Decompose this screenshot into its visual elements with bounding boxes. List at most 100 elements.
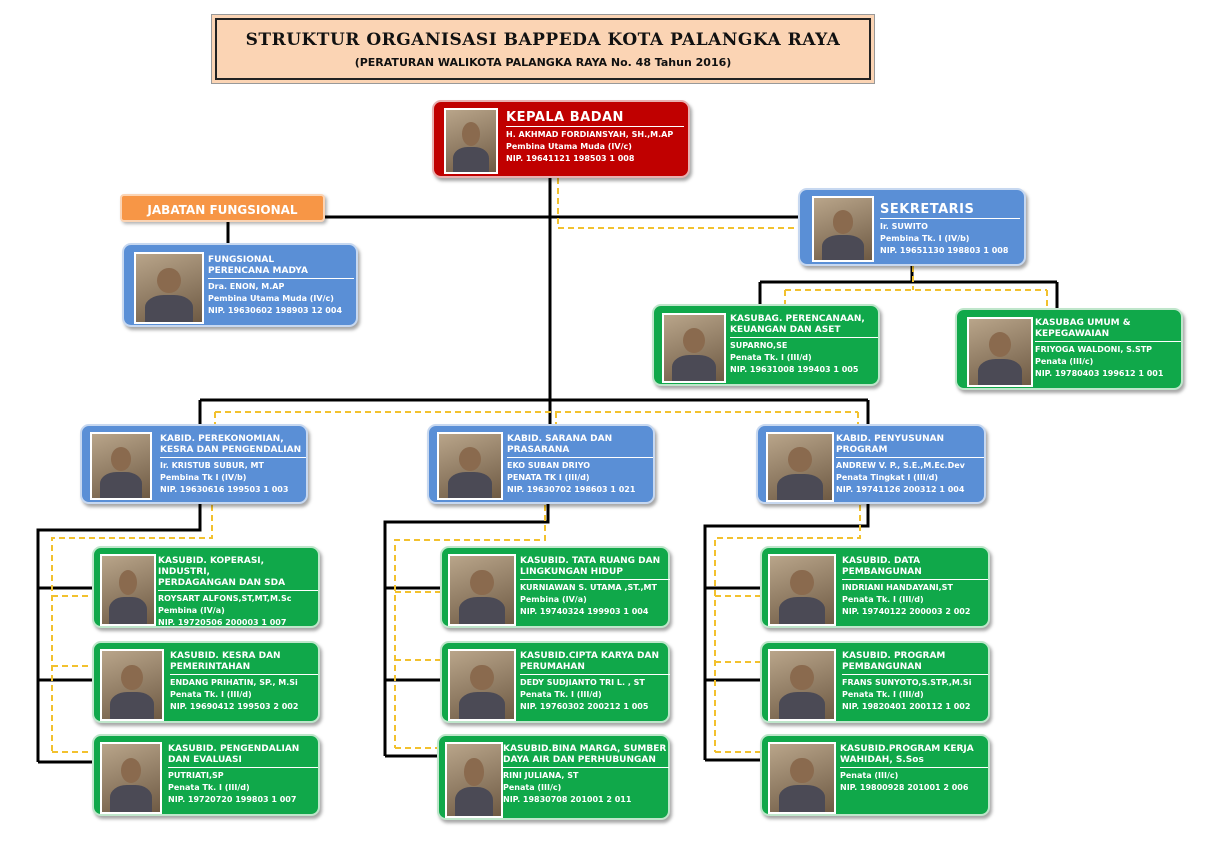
- kasubag-umum-node: KASUBAG UMUM & KEPEGAWAIAN FRIYOGA WALDO…: [955, 308, 1183, 390]
- sekretaris-nip: NIP. 19651130 198803 1 008: [880, 246, 1009, 255]
- kasubid-program-kerja-rank: Penata (III/c): [840, 771, 899, 780]
- kasubid-cipta-karya-name: DEDY SUDJIANTO TRI L. , ST: [520, 678, 645, 687]
- sekretaris-rank: Pembina Tk. I (IV/b): [880, 234, 970, 243]
- kasubag-umum-nip: NIP. 19780403 199612 1 001: [1035, 369, 1164, 378]
- kepala-name: H. AKHMAD FORDIANSYAH, SH.,M.AP: [506, 130, 674, 139]
- kasubid-pengendalian-name: PUTRIATI,SP: [168, 771, 224, 780]
- kasubid-program-node: KASUBID. PROGRAM PEMBANGUNAN FRANS SUNYO…: [760, 641, 990, 723]
- kabid-sarana-nip: NIP. 19630702 198603 1 021: [507, 485, 636, 494]
- kasubid-kesra-photo: [100, 649, 164, 721]
- kasubid-koperasi-name: ROYSART ALFONS,ST,MT,M.Sc: [158, 594, 292, 603]
- kasubag-umum-rank: Penata (III/c): [1035, 357, 1094, 366]
- kasubag-perencanaan-name: SUPARNO,SE: [730, 341, 788, 350]
- sekretaris-node: SEKRETARIS Ir. SUWITO Pembina Tk. I (IV/…: [798, 188, 1026, 266]
- sekretaris-photo: [812, 196, 874, 262]
- kasubag-umum-name: FRIYOGA WALDONI, S.STP: [1035, 345, 1153, 354]
- kabid-penyusunan-node: KABID. PENYUSUNAN PROGRAM ANDREW V. P., …: [756, 424, 986, 504]
- kasubid-tata-ruang-name: KURNIAWAN S. UTAMA ,ST.,MT: [520, 583, 657, 592]
- kasubid-kesra-node: KASUBID. KESRA DAN PEMERINTAHAN ENDANG P…: [92, 641, 320, 723]
- kabid-sarana-name: EKO SUBAN DRIYO: [507, 461, 591, 470]
- kabid-perekonomian-photo: [90, 432, 152, 500]
- kasubid-kesra-role: KASUBID. KESRA DAN PEMERINTAHAN: [170, 651, 318, 675]
- kabid-penyusunan-photo: [766, 432, 834, 502]
- kasubid-data-node: KASUBID. DATA PEMBANGUNAN INDRIANI HANDA…: [760, 546, 990, 628]
- kasubid-cipta-karya-rank: Penata Tk. I (III/d): [520, 690, 602, 699]
- kasubid-kesra-rank: Penata Tk. I (III/d): [170, 690, 252, 699]
- fungsional-name: Dra. ENON, M.AP: [208, 282, 285, 291]
- kasubid-bina-marga-name: RINI JULIANA, ST: [503, 771, 579, 780]
- kasubid-cipta-karya-nip: NIP. 19760302 200212 1 005: [520, 702, 649, 711]
- kasubid-program-photo: [768, 649, 836, 721]
- jabatan-fungsional-label: JABATAN FUNGSIONAL: [120, 194, 325, 222]
- kasubag-perencanaan-rank: Penata Tk. I (III/d): [730, 353, 812, 362]
- fungsional-role: FUNGSIONAL PERENCANA MADYA: [208, 255, 354, 279]
- kasubag-umum-role: KASUBAG UMUM & KEPEGAWAIAN: [1035, 318, 1181, 342]
- kasubid-program-kerja-role: KASUBID.PROGRAM KERJA WAHIDAH, S.Sos: [840, 744, 988, 768]
- kasubid-pengendalian-nip: NIP. 19720720 199803 1 007: [168, 795, 297, 804]
- kabid-penyusunan-name: ANDREW V. P., S.E.,M.Ec.Dev: [836, 461, 965, 470]
- kasubid-data-photo: [768, 554, 836, 626]
- fungsional-nip: NIP. 19630602 198903 12 004: [208, 306, 343, 315]
- kasubid-data-nip: NIP. 19740122 200003 2 002: [842, 607, 971, 616]
- kasubid-tata-ruang-node: KASUBID. TATA RUANG DAN LINGKUNGAN HIDUP…: [440, 546, 670, 628]
- kabid-penyusunan-nip: NIP. 19741126 200312 1 004: [836, 485, 965, 494]
- kasubid-cipta-karya-role: KASUBID.CIPTA KARYA DAN PERUMAHAN: [520, 651, 670, 675]
- page-subtitle: (PERATURAN WALIKOTA PALANGKA RAYA No. 48…: [354, 56, 732, 69]
- kasubid-program-nip: NIP. 19820401 200112 1 002: [842, 702, 971, 711]
- kasubag-perencanaan-photo: [662, 313, 726, 383]
- kabid-sarana-node: KABID. SARANA DAN PRASARANA EKO SUBAN DR…: [427, 424, 655, 504]
- kasubid-koperasi-node: KASUBID. KOPERASI, INDUSTRI, PERDAGANGAN…: [92, 546, 320, 628]
- kasubid-koperasi-role: KASUBID. KOPERASI, INDUSTRI, PERDAGANGAN…: [158, 556, 318, 591]
- kepala-rank: Pembina Utama Muda (IV/c): [506, 142, 632, 151]
- kabid-sarana-role: KABID. SARANA DAN PRASARANA: [507, 434, 653, 458]
- kasubid-pengendalian-role: KASUBID. PENGENDALIAN DAN EVALUASI: [168, 744, 318, 768]
- sekretaris-name: Ir. SUWITO: [880, 222, 928, 231]
- kepala-role: KEPALA BADAN: [506, 110, 684, 127]
- kasubag-perencanaan-node: KASUBAG. PERENCANAAN, KEUANGAN DAN ASET …: [652, 304, 880, 386]
- kasubid-kesra-name: ENDANG PRIHATIN, SP., M.Si: [170, 678, 298, 687]
- kasubid-program-kerja-photo: [768, 742, 836, 814]
- kasubid-pengendalian-photo: [100, 742, 162, 814]
- kasubid-cipta-karya-node: KASUBID.CIPTA KARYA DAN PERUMAHAN DEDY S…: [440, 641, 670, 723]
- kasubid-program-role: KASUBID. PROGRAM PEMBANGUNAN: [842, 651, 988, 675]
- kasubid-program-name: FRANS SUNYOTO,S.STP.,M.Si: [842, 678, 972, 687]
- kasubid-bina-marga-role: KASUBID.BINA MARGA, SUMBER DAYA AIR DAN …: [503, 744, 669, 768]
- kabid-perekonomian-nip: NIP. 19630616 199503 1 003: [160, 485, 289, 494]
- kasubid-kesra-nip: NIP. 19690412 199503 2 002: [170, 702, 299, 711]
- kasubid-cipta-karya-photo: [448, 649, 516, 721]
- kabid-penyusunan-role: KABID. PENYUSUNAN PROGRAM: [836, 434, 984, 458]
- kasubid-program-kerja-nip: NIP. 19800928 201001 2 006: [840, 783, 969, 792]
- fungsional-node: FUNGSIONAL PERENCANA MADYA Dra. ENON, M.…: [122, 243, 358, 327]
- kasubid-bina-marga-nip: NIP. 19830708 201001 2 011: [503, 795, 632, 804]
- kepala-badan-node: KEPALA BADAN H. AKHMAD FORDIANSYAH, SH.,…: [432, 100, 690, 178]
- kasubid-tata-ruang-role: KASUBID. TATA RUANG DAN LINGKUNGAN HIDUP: [520, 556, 670, 580]
- kabid-penyusunan-rank: Penata Tingkat I (III/d): [836, 473, 938, 482]
- kabid-perekonomian-node: KABID. PEREKONOMIAN, KESRA DAN PENGENDAL…: [80, 424, 308, 504]
- kabid-perekonomian-name: Ir. KRISTUB SUBUR, MT: [160, 461, 264, 470]
- kasubid-bina-marga-node: KASUBID.BINA MARGA, SUMBER DAYA AIR DAN …: [437, 734, 670, 820]
- sekretaris-role: SEKRETARIS: [880, 202, 1020, 219]
- kepala-photo: [444, 108, 498, 174]
- kasubid-tata-ruang-photo: [448, 554, 516, 626]
- chart-title-box: STRUKTUR ORGANISASI BAPPEDA KOTA PALANGK…: [215, 18, 871, 80]
- kasubid-pengendalian-rank: Penata Tk. I (III/d): [168, 783, 250, 792]
- kasubid-tata-ruang-rank: Pembina (IV/a): [520, 595, 587, 604]
- kasubag-perencanaan-role: KASUBAG. PERENCANAAN, KEUANGAN DAN ASET: [730, 314, 878, 338]
- fungsional-photo: [134, 252, 204, 324]
- kabid-perekonomian-rank: Pembina Tk I (IV/b): [160, 473, 247, 482]
- kasubid-data-rank: Penata Tk. I (III/d): [842, 595, 924, 604]
- page-title: STRUKTUR ORGANISASI BAPPEDA KOTA PALANGK…: [245, 30, 841, 50]
- kasubag-perencanaan-nip: NIP. 19631008 199403 1 005: [730, 365, 859, 374]
- fungsional-rank: Pembina Utama Muda (IV/c): [208, 294, 334, 303]
- kepala-nip: NIP. 19641121 198503 1 008: [506, 154, 635, 163]
- kasubid-pengendalian-node: KASUBID. PENGENDALIAN DAN EVALUASI PUTRI…: [92, 734, 320, 816]
- kasubid-program-kerja-node: KASUBID.PROGRAM KERJA WAHIDAH, S.Sos Pen…: [760, 734, 990, 816]
- kasubid-koperasi-nip: NIP. 19720506 200003 1 007: [158, 618, 287, 627]
- kasubag-umum-photo: [967, 317, 1033, 387]
- kasubid-data-role: KASUBID. DATA PEMBANGUNAN: [842, 556, 988, 580]
- kasubid-program-rank: Penata Tk. I (III/d): [842, 690, 924, 699]
- kasubid-tata-ruang-nip: NIP. 19740324 199903 1 004: [520, 607, 649, 616]
- kasubid-data-name: INDRIANI HANDAYANI,ST: [842, 583, 953, 592]
- kasubid-bina-marga-photo: [445, 742, 503, 818]
- kasubid-koperasi-photo: [100, 554, 156, 626]
